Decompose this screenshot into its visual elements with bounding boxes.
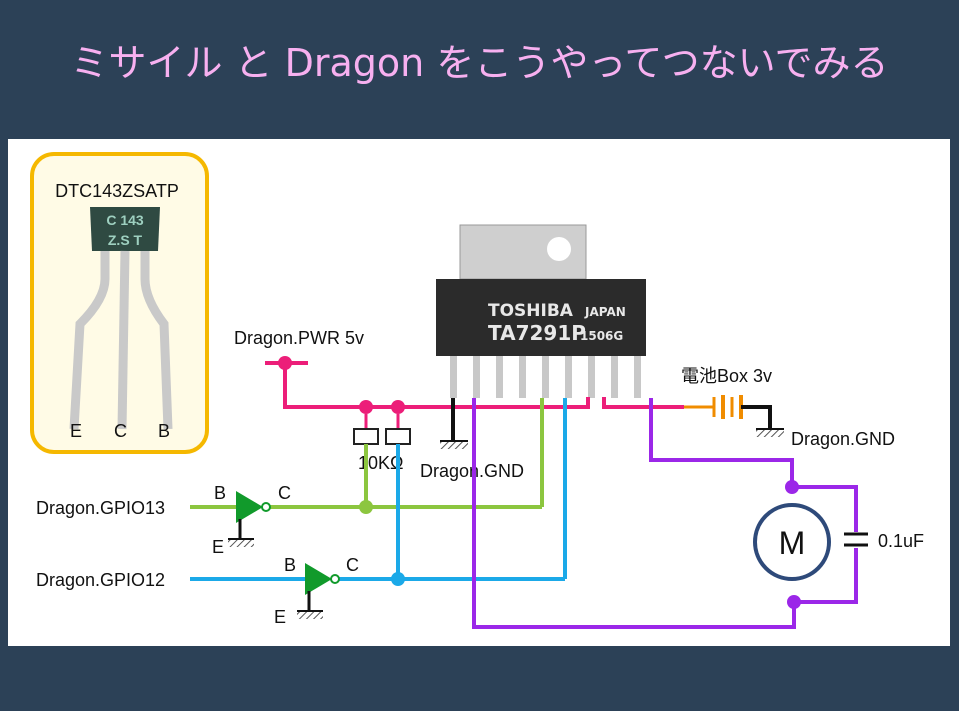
resistor-1 — [353, 428, 379, 445]
power-junction — [278, 356, 292, 370]
transistor-leg-c — [117, 250, 130, 430]
gpio12-wires — [190, 398, 567, 581]
inverter-2-gnd-hatch — [297, 612, 323, 619]
resistor-label: 10KΩ — [358, 453, 403, 473]
gpio13-junction — [359, 500, 373, 514]
chip-origin: JAPAN — [584, 305, 626, 319]
inverter-2-bubble — [330, 574, 340, 584]
circuit-diagram: DTC143ZSATP C 143 Z.S T E C B TOSHIBA JA… — [30, 152, 924, 629]
inverter-1-triangle — [236, 491, 263, 523]
inverter-1-b: B — [214, 483, 226, 503]
battery-gnd-label: Dragon.GND — [791, 429, 895, 449]
inverter-2-e: E — [274, 607, 286, 627]
transistor-pin-b: B — [158, 421, 170, 441]
transistor-part-number: DTC143ZSATP — [55, 181, 179, 201]
inverter-2-c: C — [346, 555, 359, 575]
inverter-gpio12: B C E — [274, 555, 359, 627]
gpio12-junction — [391, 572, 405, 586]
battery-gnd-hatch — [756, 430, 784, 437]
transistor-pin-e: E — [70, 421, 82, 441]
gpio13-wires — [190, 398, 544, 509]
chip-mounting-hole — [547, 237, 571, 261]
circuit-diagram-canvas: DTC143ZSATP C 143 Z.S T E C B TOSHIBA JA… — [8, 139, 950, 646]
chip-model: TA7291P — [488, 321, 586, 345]
transistor-marking-2: Z.S T — [108, 232, 143, 248]
inverter-gpio13: B C E — [212, 483, 291, 557]
battery-label: 電池Box 3v — [681, 366, 772, 386]
inverter-1-bubble — [261, 502, 271, 512]
chip-gnd-hatch — [440, 442, 468, 449]
battery-gnd-wire — [741, 405, 772, 429]
chip-pins — [450, 356, 641, 398]
capacitor-label: 0.1uF — [878, 531, 924, 551]
inverter-2-b: B — [284, 555, 296, 575]
chip-body — [436, 279, 646, 356]
transistor-leg-e — [69, 251, 110, 430]
battery — [684, 395, 784, 437]
power-resistor-junction-2 — [391, 400, 405, 414]
inverter-2-triangle — [305, 563, 332, 595]
transistor-marking-1: C 143 — [106, 212, 144, 228]
motor-label: M — [779, 525, 806, 561]
motor-junction-top — [785, 480, 799, 494]
transistor-photo-panel: DTC143ZSATP C 143 Z.S T E C B — [30, 152, 209, 454]
gpio12-label: Dragon.GPIO12 — [36, 570, 165, 590]
inverter-1-gnd-hatch — [228, 540, 254, 547]
motor-junction-bottom — [787, 595, 801, 609]
motor-driver-chip: TOSHIBA JAPAN TA7291P 1506G — [436, 224, 646, 398]
transistor-body — [90, 207, 160, 251]
slide-title: ミサイル と Dragon をこうやってつないでみる — [70, 41, 889, 85]
inverter-1-c: C — [278, 483, 291, 503]
power-resistor-junction-1 — [359, 400, 373, 414]
transistor-pin-c: C — [114, 421, 127, 441]
gpio13-label: Dragon.GPIO13 — [36, 498, 165, 518]
transistor-leg-b — [140, 251, 173, 430]
motor-symbol — [753, 503, 831, 581]
chip-date-code: 1506G — [580, 329, 623, 343]
power-label: Dragon.PWR 5v — [234, 328, 364, 348]
inverter-1-e: E — [212, 537, 224, 557]
chip-brand: TOSHIBA — [488, 301, 574, 321]
resistor-2 — [385, 428, 411, 445]
